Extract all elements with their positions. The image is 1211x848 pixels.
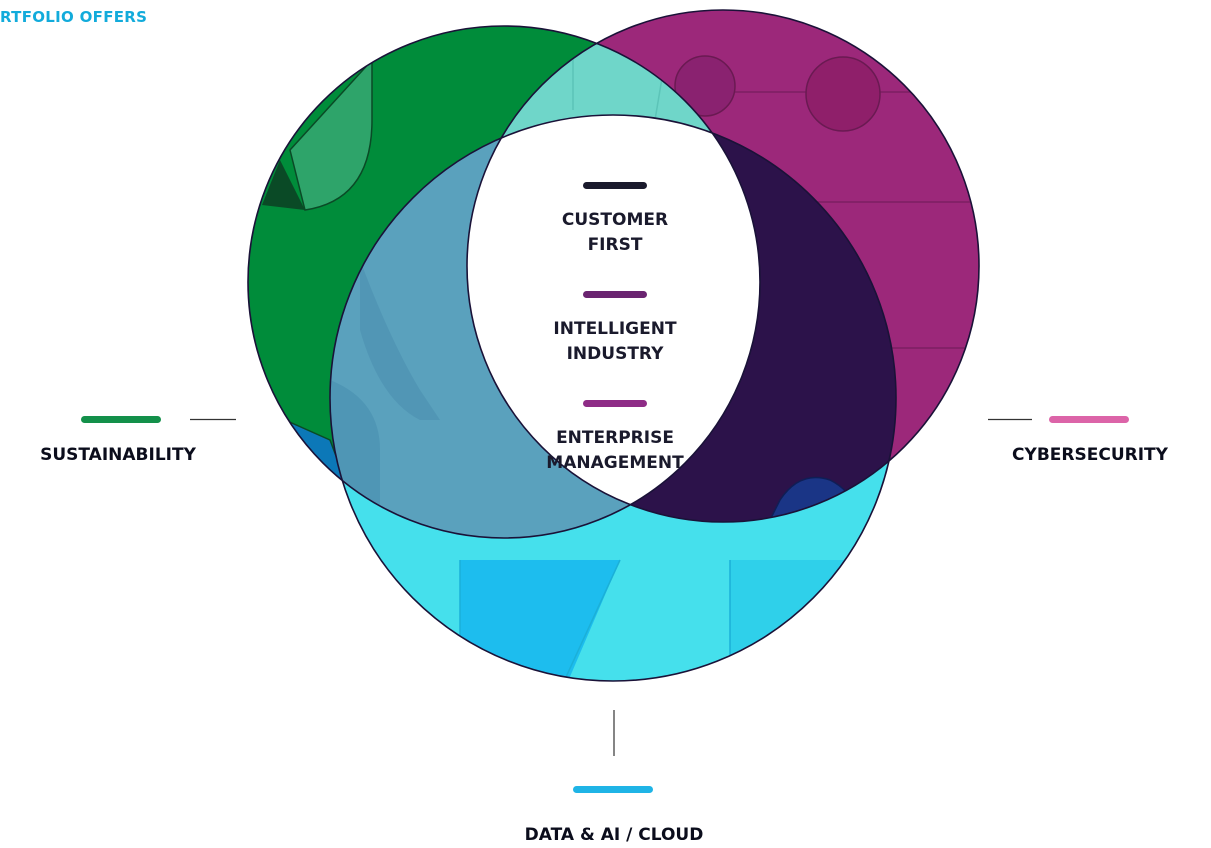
sustainability-pill [81, 416, 161, 423]
center-label-intelligent: INTELLIGENT [553, 319, 677, 339]
center-bar-customer-first [583, 182, 647, 189]
center-intersection [467, 115, 760, 522]
data-ai-cloud-label: DATA & AI / CLOUD [525, 825, 704, 845]
data-ai-cloud-callout: DATA & AI / CLOUD [525, 710, 704, 845]
center-bar-intelligent-industry [583, 291, 647, 298]
cybersecurity-pill [1049, 416, 1129, 423]
center-items: CUSTOMER FIRST INTELLIGENT INDUSTRY ENTE… [546, 182, 684, 473]
center-bar-enterprise-management [583, 400, 647, 407]
ring-outlines [247, 9, 980, 682]
center-label-management: MANAGEMENT [546, 453, 684, 473]
page-section-title: RTFOLIO OFFERS [0, 8, 148, 26]
center-label-customer: CUSTOMER [562, 210, 668, 230]
cybersecurity-label: CYBERSECURITY [1012, 445, 1169, 465]
center-label-industry: INDUSTRY [567, 344, 664, 364]
cybersecurity-callout: CYBERSECURITY [988, 416, 1169, 465]
center-label-enterprise: ENTERPRISE [556, 428, 674, 448]
center-label-first: FIRST [588, 235, 643, 255]
sustainability-label: SUSTAINABILITY [40, 445, 196, 465]
sustainability-callout: SUSTAINABILITY [40, 416, 236, 465]
data-ai-cloud-pill [573, 786, 653, 793]
